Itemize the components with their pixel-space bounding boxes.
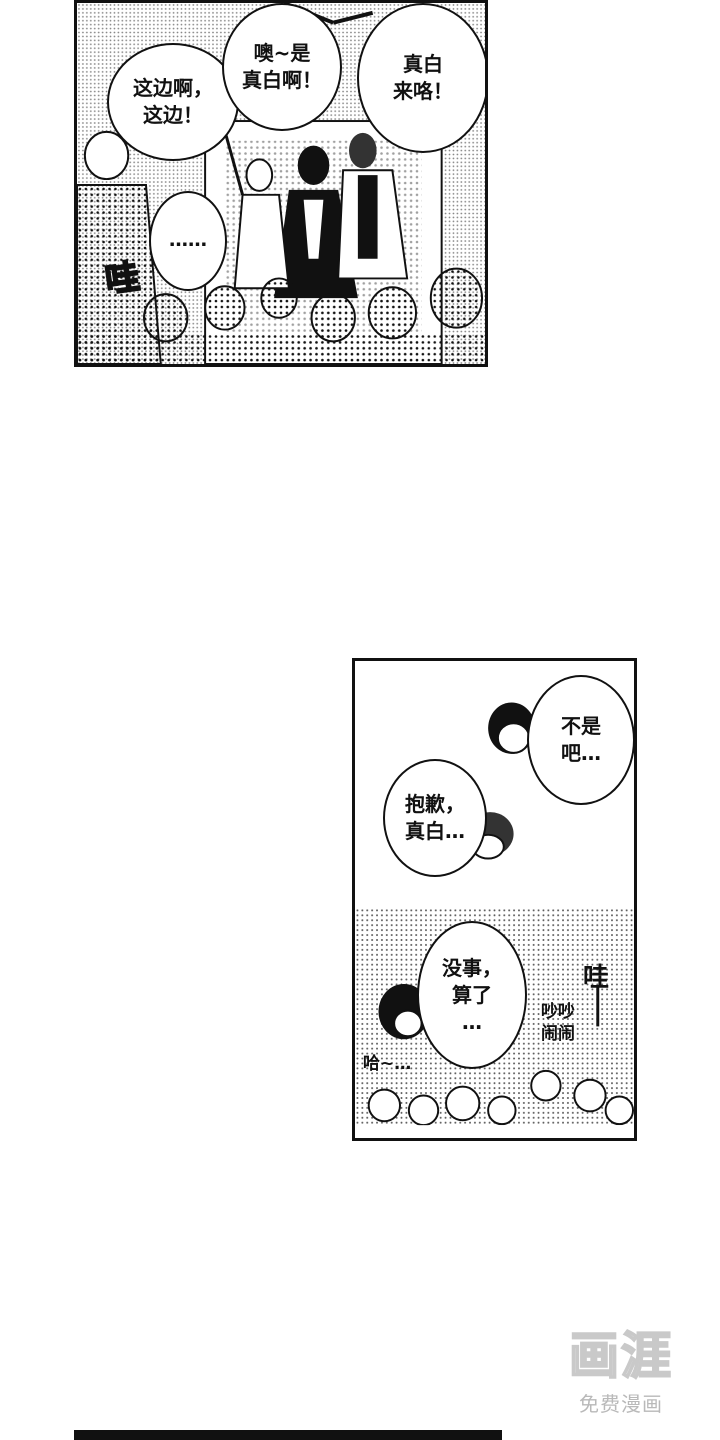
- sfx-wow-small: 哇: [583, 963, 610, 993]
- bubble-text: 真白 来咯！: [393, 52, 453, 103]
- bubble-text: 抱歉， 真白…: [405, 792, 465, 843]
- speech-bubble-oh-mashiro: 噢~是 真白啊！: [222, 3, 342, 131]
- bubble-text: 这边啊， 这边！: [133, 76, 213, 127]
- manga-panel-top: 这边啊， 这边！ 噢~是 真白啊！ 真白 来咯！ …… 哇: [74, 0, 488, 367]
- speech-bubble-mashiro-here: 真白 来咯！: [357, 3, 485, 153]
- sfx-wow: 哇: [102, 256, 143, 302]
- site-watermark: 画涯 免费漫画: [556, 1316, 686, 1417]
- manga-panel-middle: 不是 吧… 抱歉， 真白… 没事， 算了 … 哇 吵吵 闹闹 哈~…: [352, 658, 637, 1141]
- speech-bubble-this-way: 这边啊， 这边！: [107, 43, 239, 161]
- sfx-laugh: 哈~…: [363, 1054, 412, 1074]
- speech-bubble-ellipsis: ……: [149, 191, 227, 291]
- bubble-text: 没事， 算了 …: [442, 955, 502, 1034]
- bubble-text: ……: [169, 229, 207, 252]
- bubble-text: 不是 吧…: [561, 714, 601, 765]
- sfx-noisy: 吵吵 闹闹: [541, 1002, 575, 1045]
- manga-panel-bottom-edge: [74, 1430, 502, 1440]
- watermark-logo: 画涯: [568, 1326, 673, 1386]
- speech-bubble-its-fine: 没事， 算了 …: [417, 921, 527, 1069]
- speech-bubble-sorry-mashiro: 抱歉， 真白…: [383, 759, 487, 877]
- watermark-subtitle: 免费漫画: [579, 1392, 663, 1416]
- speech-bubble-no-way: 不是 吧…: [527, 675, 634, 805]
- bubble-text: 噢~是 真白啊！: [242, 41, 322, 92]
